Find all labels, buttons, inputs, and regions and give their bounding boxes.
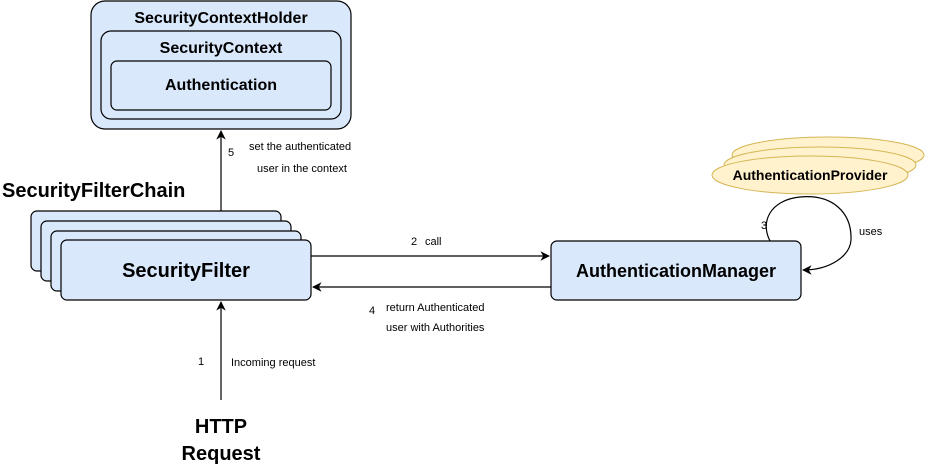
edge-incoming-request: 1 Incoming request bbox=[198, 301, 315, 400]
authentication-manager: AuthenticationManager bbox=[550, 240, 802, 301]
edge-call: 2 call bbox=[311, 236, 550, 261]
incoming-request-step: 1 bbox=[198, 356, 204, 368]
set-context-step: 5 bbox=[228, 147, 234, 159]
authentication-provider-ellipse bbox=[711, 155, 909, 195]
http-request-line-1: HTTP bbox=[195, 416, 247, 438]
uses-loop-arrow bbox=[765, 196, 852, 275]
edge-set-context: 5 set the authenticated user in the cont… bbox=[216, 130, 351, 211]
uses-label: uses bbox=[859, 226, 883, 238]
authentication-label: Authentication bbox=[165, 77, 277, 94]
return-line-1: return Authenticated bbox=[386, 302, 484, 314]
security-context-label: SecurityContext bbox=[160, 40, 283, 57]
authentication-manager-label: AuthenticationManager bbox=[576, 261, 776, 281]
set-context-line-1: set the authenticated bbox=[249, 141, 351, 153]
security-context-holder: SecurityContextHolder SecurityContext Au… bbox=[90, 0, 352, 130]
http-request: HTTP Request bbox=[182, 416, 261, 465]
call-label: call bbox=[425, 236, 442, 248]
security-filter-chain-label: SecurityFilterChain bbox=[2, 180, 185, 202]
call-step: 2 bbox=[411, 236, 417, 248]
http-request-line-2: Request bbox=[182, 443, 261, 465]
return-line-2: user with Authorities bbox=[386, 322, 485, 334]
return-step: 4 bbox=[369, 305, 375, 317]
authentication-box bbox=[110, 60, 332, 111]
authentication-manager-box bbox=[550, 240, 802, 301]
security-context-holder-label: SecurityContextHolder bbox=[134, 10, 307, 27]
authentication-provider-label: AuthenticationProvider bbox=[733, 167, 888, 183]
edge-uses: 3 uses bbox=[761, 196, 883, 275]
authentication-provider: AuthenticationProvider bbox=[711, 136, 925, 195]
edge-return: 4 return Authenticated user with Authori… bbox=[312, 282, 551, 334]
security-filter-stack: SecurityFilter bbox=[30, 210, 312, 301]
security-filter-label: SecurityFilter bbox=[122, 260, 250, 282]
set-context-line-2: user in the context bbox=[257, 163, 347, 175]
uses-step: 3 bbox=[761, 220, 767, 232]
security-filter-box bbox=[60, 239, 312, 301]
incoming-request-label: Incoming request bbox=[231, 357, 315, 369]
